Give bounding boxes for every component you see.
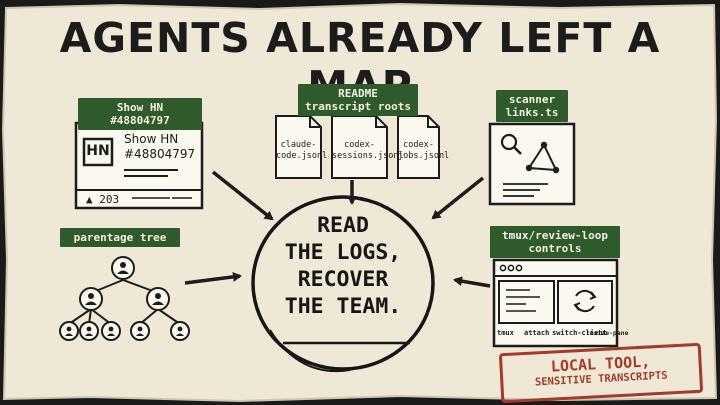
center-line4: THE TEAM. <box>284 294 402 319</box>
tag-tmux-line1: tmux/review-loop <box>502 229 608 242</box>
tag-scanner-line2: links.ts <box>505 106 559 119</box>
tag-parentage: parentage tree <box>60 228 180 247</box>
center-line3: RECOVER <box>297 267 389 292</box>
file-label: codex- sessions.jsonl <box>332 140 404 162</box>
file-icons <box>275 115 440 179</box>
hn-card-illustration <box>74 121 204 210</box>
tag-tmux: tmux/review-loop controls <box>490 226 620 258</box>
tmux-window-illustration <box>492 258 619 348</box>
hn-vote-count: ▲ 203 <box>86 193 120 206</box>
file-label-line1: claude- <box>280 140 317 150</box>
hn-logo: HN <box>86 143 110 159</box>
center-circle <box>251 195 435 371</box>
file-label: claude- code.jsonl <box>276 140 328 162</box>
tag-tmux-line2: controls <box>528 242 582 255</box>
tmux-button-label: switch-client <box>552 329 607 337</box>
warning-stamp: LOCAL TOOL, SENSITIVE TRANSCRIPTS <box>498 342 704 404</box>
tag-show-hn: Show HN #48804797 <box>78 98 202 130</box>
tmux-button-label: attach <box>524 329 550 337</box>
tmux-button-label: resize-pane <box>586 329 629 337</box>
center-message: READ THE LOGS, RECOVER THE TEAM. <box>258 212 428 320</box>
tag-readme-line2: transcript roots <box>305 100 411 113</box>
tmux-button-label: tmux <box>497 329 514 337</box>
file-label: codex- jobs.jsonl <box>398 140 450 162</box>
arrows <box>184 170 491 288</box>
person-glyphs <box>65 262 184 336</box>
file-label-line2: code.jsonl <box>276 151 328 161</box>
scanner-card-illustration <box>488 122 576 206</box>
hn-card-line2: #48804797 <box>124 147 196 161</box>
file-label-line2: sessions.jsonl <box>332 151 404 161</box>
file-label-line1: codex- <box>403 140 434 150</box>
hn-card-title: Show HN #48804797 <box>124 132 195 162</box>
file-label-line2: jobs.jsonl <box>398 151 450 161</box>
file-label-line1: codex- <box>344 140 375 150</box>
center-line2: THE LOGS, <box>284 240 402 265</box>
tag-readme-line1: README <box>338 87 378 100</box>
center-circle-overlap <box>269 329 351 373</box>
center-line1: READ <box>317 213 369 238</box>
tag-scanner: scanner links.ts <box>496 90 568 122</box>
tag-readme: README transcript roots <box>298 84 418 116</box>
hn-card-line1: Show HN <box>124 132 179 146</box>
tag-scanner-line1: scanner <box>508 93 556 106</box>
